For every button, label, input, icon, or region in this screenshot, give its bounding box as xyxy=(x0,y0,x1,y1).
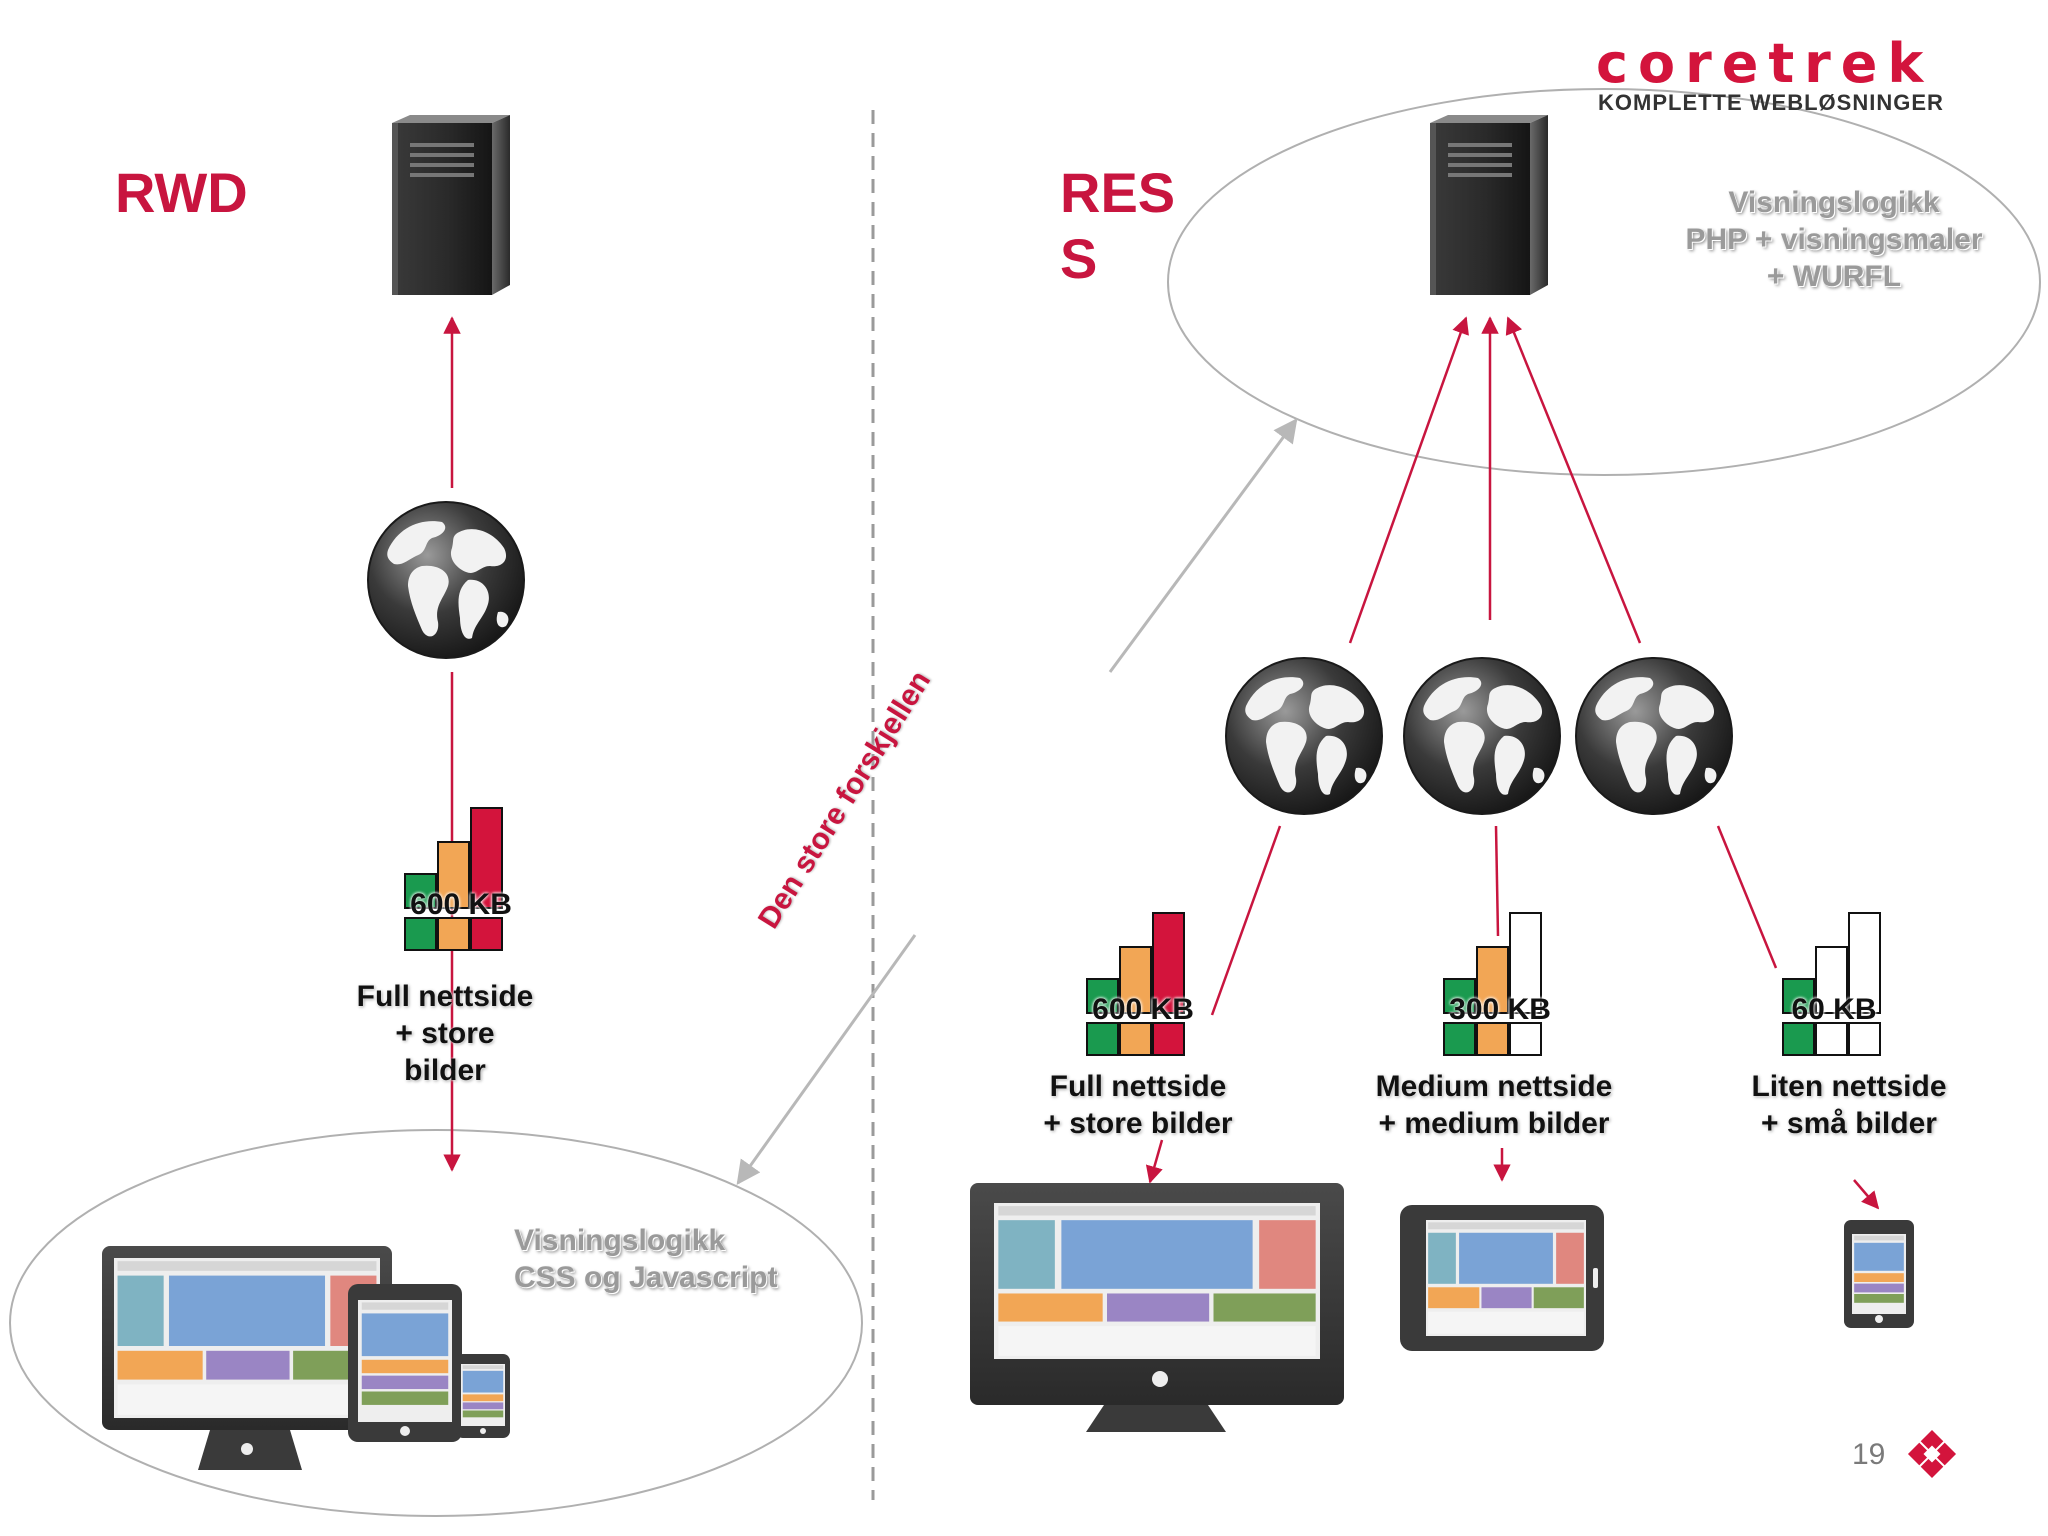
logo-tagline: KOMPLETTE WEBLØSNINGER xyxy=(1598,90,1944,115)
size-bar xyxy=(1443,978,1476,1014)
size-bar-base xyxy=(404,917,437,951)
size-bar xyxy=(437,841,470,909)
caption-line: + store bilder xyxy=(1043,1107,1233,1140)
size-bar-base xyxy=(1086,1022,1119,1056)
size-bar-base xyxy=(1509,1022,1542,1056)
ress-server-logic-ellipse xyxy=(1167,88,2041,476)
globe-icon xyxy=(1225,657,1383,815)
ress-arrow-up-3 xyxy=(1505,316,1642,644)
size-bar xyxy=(1509,912,1542,1014)
size-bar-base xyxy=(470,917,503,951)
phone-icon xyxy=(456,1354,510,1438)
tablet-icon xyxy=(1400,1205,1604,1351)
globe-icon xyxy=(1575,657,1733,815)
size-bar xyxy=(470,807,503,909)
caption-line: + små bilder xyxy=(1761,1107,1937,1140)
ress-size-label: 600 KB xyxy=(1092,993,1194,1026)
difference-arrow-up xyxy=(1108,418,1298,673)
caption-line: Full nettside xyxy=(1049,1070,1227,1103)
size-bars-icon xyxy=(1782,912,1881,1056)
caption-line: bilder xyxy=(404,1054,486,1087)
rwd-client-logic-ellipse xyxy=(9,1129,863,1517)
ress-arrow-up-1 xyxy=(1348,316,1469,644)
desktop-monitor-icon xyxy=(102,1246,392,1470)
size-bar-base xyxy=(1815,1022,1848,1056)
desktop-monitor-icon xyxy=(970,1183,1344,1432)
ress-size-label: 300 KB xyxy=(1449,993,1551,1026)
ress-line-3 xyxy=(1716,825,1778,969)
rwd-logic-line: CSS og Javascript xyxy=(514,1261,778,1294)
ress-logic-label: Visningslogikk PHP + visningsmaler + WUR… xyxy=(1685,184,1982,295)
ress-line-1 xyxy=(1210,825,1282,1016)
rwd-logic-line: Visningslogikk xyxy=(514,1224,726,1257)
ress-size-label: 60 KB xyxy=(1791,993,1877,1026)
caption-line: + store xyxy=(395,1017,495,1050)
ress-caption: Liten nettside + små bilder xyxy=(1729,1068,1969,1142)
size-bar xyxy=(1782,978,1815,1014)
size-bar xyxy=(1119,946,1152,1014)
size-bar xyxy=(1086,978,1119,1014)
rwd-title: RWD xyxy=(115,161,248,224)
ress-arrow-device-3 xyxy=(1853,1179,1880,1210)
page-number: 19 xyxy=(1852,1438,1886,1471)
globe-icon xyxy=(1403,657,1561,815)
ress-title: RESS xyxy=(1060,161,1176,290)
size-bar xyxy=(1815,946,1848,1014)
size-bars-icon xyxy=(1443,912,1542,1056)
size-bar-base xyxy=(1782,1022,1815,1056)
size-bar-base xyxy=(1152,1022,1185,1056)
ress-logic-line: + WURFL xyxy=(1766,260,1902,293)
caption-line: Medium nettside xyxy=(1375,1070,1613,1103)
size-bar xyxy=(1152,912,1185,1014)
size-bar-base xyxy=(437,917,470,951)
rwd-caption: Full nettside + store bilder xyxy=(335,978,555,1089)
difference-arrow-down xyxy=(736,934,917,1185)
size-bars-icon xyxy=(1086,912,1185,1056)
logo-wordmark: coretrek xyxy=(1596,32,1934,95)
rwd-logic-label: Visningslogikk CSS og Javascript xyxy=(514,1222,777,1296)
size-bar xyxy=(1848,912,1881,1014)
ress-logic-line: Visningslogikk xyxy=(1728,186,1940,219)
size-bar xyxy=(404,873,437,909)
phone-icon xyxy=(1844,1220,1914,1328)
size-bar xyxy=(1476,946,1509,1014)
tablet-icon xyxy=(348,1284,462,1442)
server-icon xyxy=(1430,115,1548,295)
ress-caption: Full nettside + store bilder xyxy=(1008,1068,1268,1142)
size-bar-base xyxy=(1443,1022,1476,1056)
caption-line: Liten nettside xyxy=(1751,1070,1947,1103)
rwd-size-label: 600 KB xyxy=(410,888,512,921)
caption-line: Full nettside xyxy=(356,980,534,1013)
ress-line-2 xyxy=(1494,825,1500,937)
ress-logic-line: PHP + visningsmaler xyxy=(1685,223,1983,256)
logo-diamond-icon xyxy=(1907,1429,1957,1479)
caption-line: + medium bilder xyxy=(1378,1107,1610,1140)
ress-arrow-device-1 xyxy=(1145,1139,1164,1184)
size-bar-base xyxy=(1119,1022,1152,1056)
size-bar-base xyxy=(1476,1022,1509,1056)
ress-caption: Medium nettside + medium bilder xyxy=(1354,1068,1634,1142)
globe-icon xyxy=(367,501,525,659)
size-bars-icon xyxy=(404,807,503,951)
size-bar-base xyxy=(1848,1022,1881,1056)
server-icon xyxy=(392,115,510,295)
